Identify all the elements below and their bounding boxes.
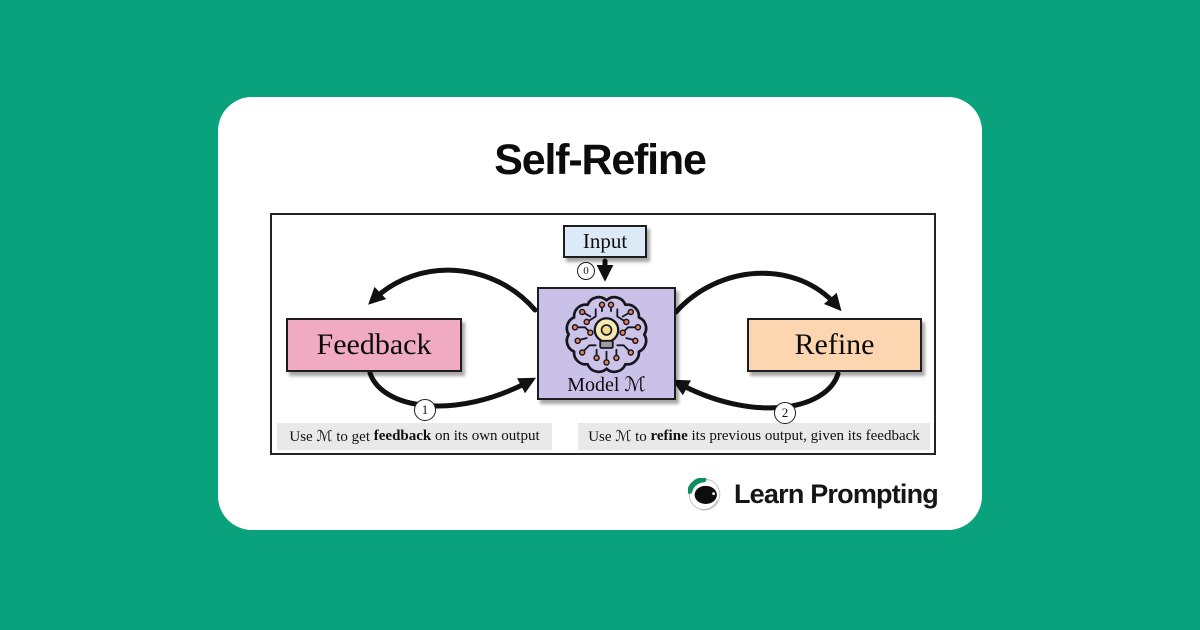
model-node: Model ℳ xyxy=(537,287,676,400)
card: Self-Refine Input xyxy=(218,97,982,530)
caption-refine-bold: refine xyxy=(650,428,688,444)
input-node-label: Input xyxy=(582,229,628,253)
caption-feedback: Use ℳ to get feedback on its own output xyxy=(277,423,552,450)
arrow-model-to-feedback xyxy=(368,267,538,313)
page-title: Self-Refine xyxy=(494,136,707,184)
caption-refine-suffix: its previous output, given its feedback xyxy=(687,428,920,444)
caption-feedback-bold: feedback xyxy=(373,428,432,444)
learn-prompting-logo-icon xyxy=(687,477,721,510)
step-badge-2: 2 xyxy=(774,402,796,424)
arrow-feedback-to-model xyxy=(367,370,537,409)
feedback-node: Feedback xyxy=(286,318,462,372)
brand-lockup: Learn Prompting xyxy=(687,476,939,512)
brain-circuit-icon xyxy=(565,295,648,374)
arrow-model-to-refine xyxy=(673,270,842,315)
step-badge-1: 1 xyxy=(414,399,436,421)
brand-name: Learn Prompting xyxy=(733,478,939,509)
caption-refine: Use ℳ to refine its previous output, giv… xyxy=(578,423,930,450)
diagram-frame: Input xyxy=(270,213,936,455)
model-node-label: Model ℳ xyxy=(567,374,646,396)
input-node: Input xyxy=(563,225,647,258)
caption-feedback-suffix: on its own output xyxy=(431,428,540,444)
caption-refine-prefix: Use ℳ to xyxy=(588,429,651,445)
refine-node: Refine xyxy=(747,318,922,372)
step-badge-0: 0 xyxy=(577,262,595,280)
arrow-refine-to-model xyxy=(672,371,841,411)
caption-feedback-prefix: Use ℳ to get xyxy=(289,429,374,445)
refine-node-label: Refine xyxy=(794,328,875,361)
feedback-node-label: Feedback xyxy=(316,328,432,361)
